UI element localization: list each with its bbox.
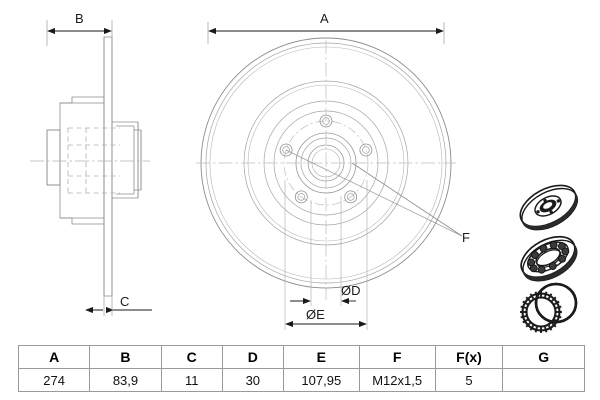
table-value-A: 274: [17, 368, 91, 392]
table-value-D: 30: [221, 368, 284, 392]
table-header-B: B: [89, 345, 162, 369]
dimension-A: [207, 22, 445, 44]
dimension-label-C: C: [120, 294, 130, 309]
dimension-label-F: F: [462, 230, 470, 245]
table-header-E: E: [282, 345, 360, 369]
dimension-label-B: B: [75, 11, 84, 26]
table-value-row: 274 83,9 11 30 107,95 M12x1,5 5: [17, 368, 585, 392]
dimension-diameter-D: [290, 196, 356, 306]
dimension-B: [46, 20, 113, 46]
specification-table: A B C D E F F(x) G 274 83,9 11 30 107,95…: [17, 345, 585, 392]
brake-disc-3d: [519, 184, 579, 231]
table-value-Fx: 5: [434, 368, 504, 392]
leader-line-F: [285, 149, 463, 237]
dimension-label-A: A: [320, 11, 329, 26]
table-value-B: 83,9: [89, 368, 162, 392]
table-header-A: A: [17, 345, 91, 369]
dimension-label-diameter-D: ØD: [341, 283, 361, 298]
table-value-E: 107,95: [282, 368, 360, 392]
table-value-F: M12x1,5: [358, 368, 436, 392]
side-section-view: [30, 36, 150, 297]
abs-tone-ring-3d: [520, 282, 578, 333]
table-value-G: [502, 368, 585, 392]
dimension-C: [85, 296, 152, 316]
table-header-Fx: F(x): [434, 345, 504, 369]
table-header-G: G: [502, 345, 585, 369]
table-header-D: D: [221, 345, 284, 369]
front-circular-view: [196, 37, 456, 300]
dimension-diameter-E: [284, 180, 368, 330]
table-value-C: 11: [160, 368, 223, 392]
dimension-label-diameter-E: ØE: [306, 307, 325, 322]
ball-bearing-3d: [520, 235, 578, 282]
table-header-F: F: [358, 345, 436, 369]
table-header-row: A B C D E F F(x) G: [17, 345, 585, 369]
table-header-C: C: [160, 345, 223, 369]
